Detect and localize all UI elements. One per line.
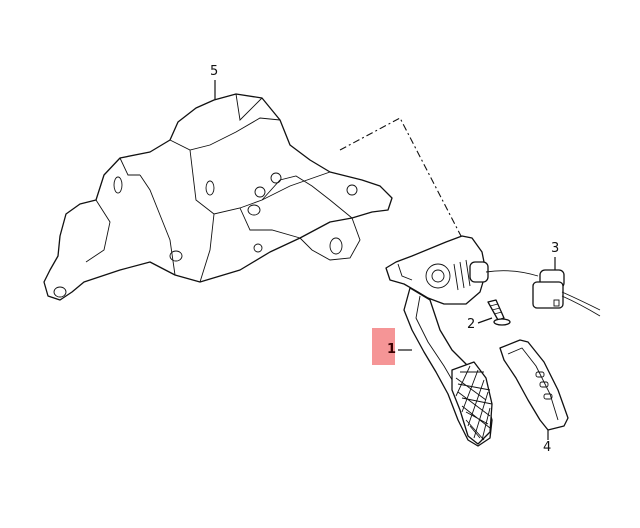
callout-1-highlight	[372, 328, 395, 365]
callout-1[interactable]: 1	[387, 342, 397, 357]
callout-3[interactable]: 3	[551, 241, 560, 256]
connector[interactable]	[485, 269, 601, 317]
assembly-dashed-line	[339, 117, 463, 239]
callout-2[interactable]: 2	[467, 317, 476, 332]
pedal-pad[interactable]	[499, 339, 569, 431]
accelerator-pedal[interactable]	[385, 235, 493, 447]
leader-line-2	[477, 317, 493, 324]
callout-4[interactable]: 4	[543, 440, 552, 455]
pedal-bracket[interactable]	[43, 93, 393, 301]
callout-5[interactable]: 5	[210, 64, 219, 79]
screw[interactable]	[487, 299, 511, 326]
